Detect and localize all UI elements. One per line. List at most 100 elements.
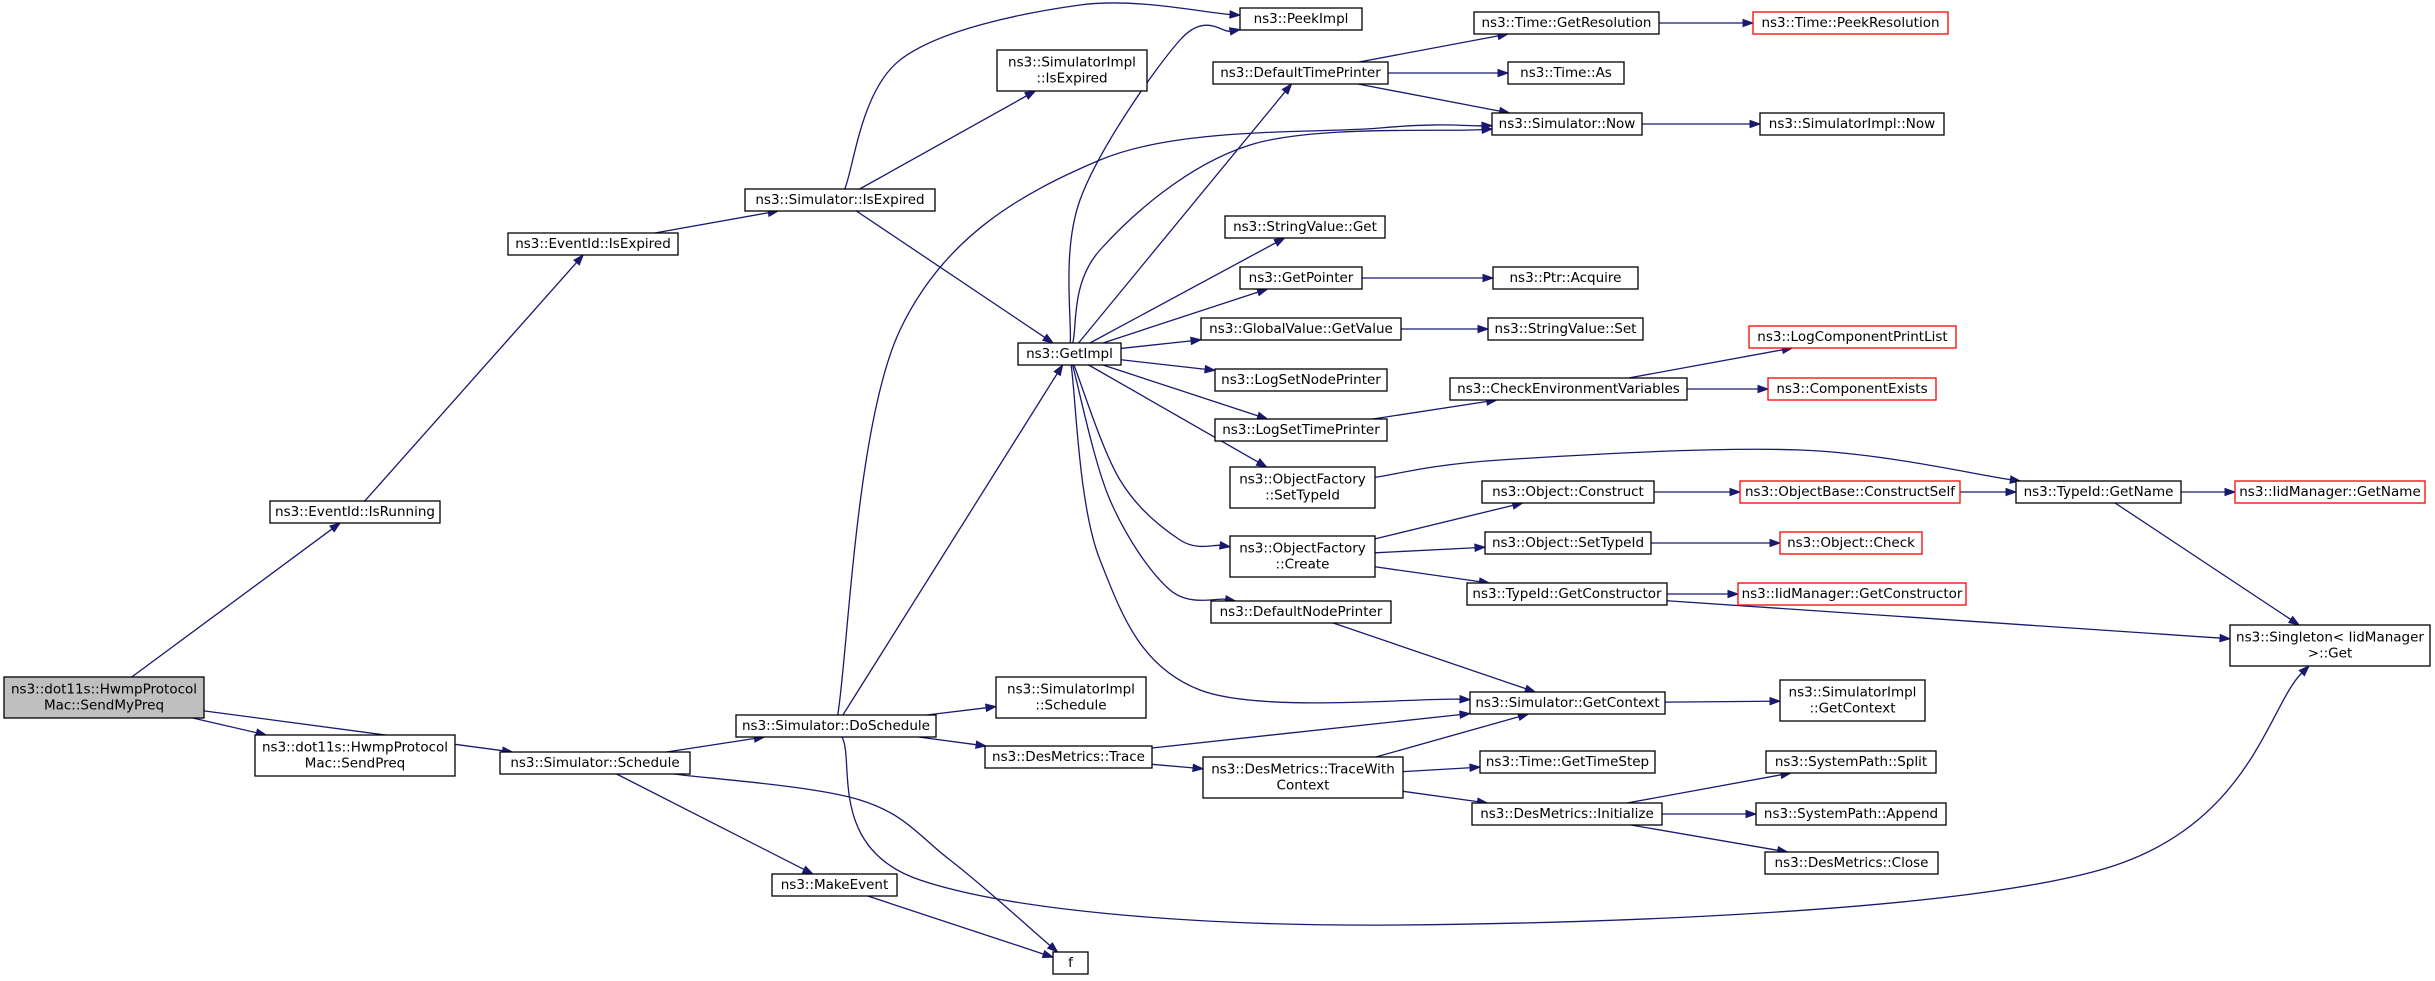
- node-implexpired[interactable]: ns3::SimulatorImpl::IsExpired: [996, 49, 1148, 92]
- node-label: ns3::Simulator::IsExpired: [755, 192, 924, 208]
- node-peekres[interactable]: ns3::Time::PeekResolution: [1752, 11, 1949, 35]
- node-doschedule[interactable]: ns3::Simulator::DoSchedule: [735, 714, 937, 738]
- edge-evexpired-to-simexpired: [654, 208, 780, 234]
- edge-line: [856, 210, 1046, 338]
- node-f[interactable]: f: [1052, 951, 1089, 975]
- edge-getimpl-to-peekimpl: [1068, 24, 1242, 344]
- edge-isrunning-to-evexpired: [364, 253, 585, 502]
- node-box: [1471, 802, 1663, 826]
- node-deftimeprinter[interactable]: ns3::DefaultTimePrinter: [1212, 61, 1389, 85]
- node-simexpired[interactable]: ns3::Simulator::IsExpired: [744, 188, 936, 212]
- node-destrace[interactable]: ns3::DesMetrics::Trace: [984, 745, 1153, 769]
- node-label: ns3::DesMetrics::TraceWith: [1211, 762, 1395, 778]
- node-typeidgetname[interactable]: ns3::TypeId::GetName: [2015, 480, 2182, 504]
- node-defnodeprinter[interactable]: ns3::DefaultNodePrinter: [1210, 600, 1392, 624]
- arrowhead-icon: [985, 703, 998, 713]
- node-checkenv[interactable]: ns3::CheckEnvironmentVariables: [1449, 377, 1688, 401]
- node-stringget[interactable]: ns3::StringValue::Get: [1224, 215, 1386, 239]
- node-compexists[interactable]: ns3::ComponentExists: [1767, 377, 1937, 401]
- node-box: [1507, 61, 1625, 85]
- edge-line: [859, 95, 1027, 190]
- node-logprintlist[interactable]: ns3::LogComponentPrintList: [1748, 325, 1957, 349]
- edge-getpointer-to-ptracquire: [1362, 273, 1495, 283]
- arrowhead-icon: [1477, 324, 1490, 334]
- edge-line: [1374, 448, 2011, 481]
- node-label: ::IsExpired: [1036, 71, 1107, 87]
- node-simnow[interactable]: ns3::Simulator::Now: [1491, 112, 1643, 136]
- node-desclose[interactable]: ns3::DesMetrics::Close: [1764, 851, 1939, 875]
- arrowhead-icon: [1024, 90, 1037, 100]
- node-implnow[interactable]: ns3::SimulatorImpl::Now: [1759, 112, 1945, 136]
- arrowhead-icon: [1523, 684, 1537, 693]
- node-box: [1239, 266, 1363, 290]
- edge-root-to-sendpreq: [192, 717, 268, 737]
- arrowhead-icon: [1769, 538, 1782, 548]
- edge-line: [867, 895, 1044, 955]
- node-schedule[interactable]: ns3::Simulator::Schedule: [499, 751, 691, 775]
- edge-line: [1332, 622, 1527, 690]
- node-box: [1017, 342, 1122, 366]
- node-objsettypeid[interactable]: ns3::Object::SetTypeId: [1484, 531, 1652, 555]
- node-objcheck[interactable]: ns3::Object::Check: [1779, 531, 1923, 555]
- edge-line: [616, 773, 805, 871]
- arrowhead-icon: [1482, 273, 1495, 283]
- node-box: [254, 734, 456, 777]
- node-peekimpl[interactable]: ns3::PeekImpl: [1239, 7, 1363, 31]
- arrowhead-icon: [329, 522, 342, 533]
- edge-line: [1374, 566, 1480, 583]
- node-timeas[interactable]: ns3::Time::As: [1507, 61, 1625, 85]
- node-getcontext[interactable]: ns3::Simulator::GetContext: [1469, 691, 1666, 715]
- node-box: [1491, 112, 1643, 136]
- node-globalget[interactable]: ns3::GlobalValue::GetValue: [1200, 317, 1402, 341]
- node-isrunning[interactable]: ns3::EventId::IsRunning: [269, 500, 441, 524]
- node-singleton[interactable]: ns3::Singleton< IidManager >::Get: [2229, 624, 2431, 667]
- arrowhead-icon: [801, 865, 815, 875]
- node-label: ns3::ObjectFactory: [1239, 541, 1366, 557]
- node-logtime[interactable]: ns3::LogSetTimePrinter: [1214, 418, 1388, 442]
- node-label: ns3::Simulator::GetContext: [1475, 695, 1659, 711]
- node-lognode[interactable]: ns3::LogSetNodePrinter: [1214, 368, 1388, 392]
- node-ofcreate[interactable]: ns3::ObjectFactory::Create: [1229, 535, 1376, 578]
- edge-globalget-to-stringset: [1401, 324, 1490, 334]
- node-makeevent[interactable]: ns3::MakeEvent: [771, 873, 898, 897]
- node-implgetcontext[interactable]: ns3::SimulatorImpl::GetContext: [1779, 679, 1926, 722]
- edge-line: [844, 2, 1231, 190]
- node-getresolution[interactable]: ns3::Time::GetResolution: [1473, 11, 1660, 35]
- node-label: ns3::SimulatorImpl: [1789, 685, 1917, 701]
- node-desinit[interactable]: ns3::DesMetrics::Initialize: [1471, 802, 1663, 826]
- node-label: ns3::LogSetTimePrinter: [1222, 422, 1380, 438]
- node-getpointer[interactable]: ns3::GetPointer: [1239, 266, 1363, 290]
- node-box: [996, 49, 1148, 92]
- node-getconstructor[interactable]: ns3::TypeId::GetConstructor: [1466, 582, 1668, 606]
- node-append[interactable]: ns3::SystemPath::Append: [1755, 802, 1947, 826]
- node-iidgetconstructor[interactable]: ns3::IidManager::GetConstructor: [1737, 582, 1967, 606]
- node-box: [1752, 11, 1949, 35]
- edge-line: [1102, 364, 1259, 417]
- edge-getimpl-to-globalget: [1120, 336, 1203, 350]
- node-objconstruct[interactable]: ns3::Object::Construct: [1481, 480, 1655, 504]
- edge-deftimeprinter-to-timeas: [1388, 68, 1510, 78]
- node-stringset[interactable]: ns3::StringValue::Set: [1487, 317, 1644, 341]
- arrowhead-icon: [1204, 364, 1217, 374]
- node-evexpired[interactable]: ns3::EventId::IsExpired: [507, 232, 679, 256]
- node-label: ns3::SystemPath::Append: [1764, 806, 1938, 822]
- edge-simexpired-to-implexpired: [859, 90, 1037, 190]
- node-box: [1466, 582, 1668, 606]
- arrowhead-icon: [1459, 694, 1472, 704]
- node-ofsettypeid[interactable]: ns3::ObjectFactory::SetTypeId: [1229, 466, 1376, 509]
- node-gettimestep[interactable]: ns3::Time::GetTimeStep: [1479, 750, 1656, 774]
- node-constructself[interactable]: ns3::ObjectBase::ConstructSelf: [1739, 480, 1961, 504]
- node-split[interactable]: ns3::SystemPath::Split: [1765, 750, 1937, 774]
- node-ptracquire[interactable]: ns3::Ptr::Acquire: [1492, 266, 1639, 290]
- arrowhead-icon: [1281, 82, 1293, 95]
- node-implschedule[interactable]: ns3::SimulatorImpl::Schedule: [995, 676, 1147, 719]
- edge-line: [1120, 340, 1192, 350]
- node-getimpl[interactable]: ns3::GetImpl: [1017, 342, 1122, 366]
- edge-getresolution-to-peekres: [1659, 18, 1755, 28]
- node-box: [1764, 851, 1939, 875]
- node-iidgetname[interactable]: ns3::IidManager::GetName: [2234, 480, 2426, 504]
- node-label: ns3::Ptr::Acquire: [1510, 270, 1622, 286]
